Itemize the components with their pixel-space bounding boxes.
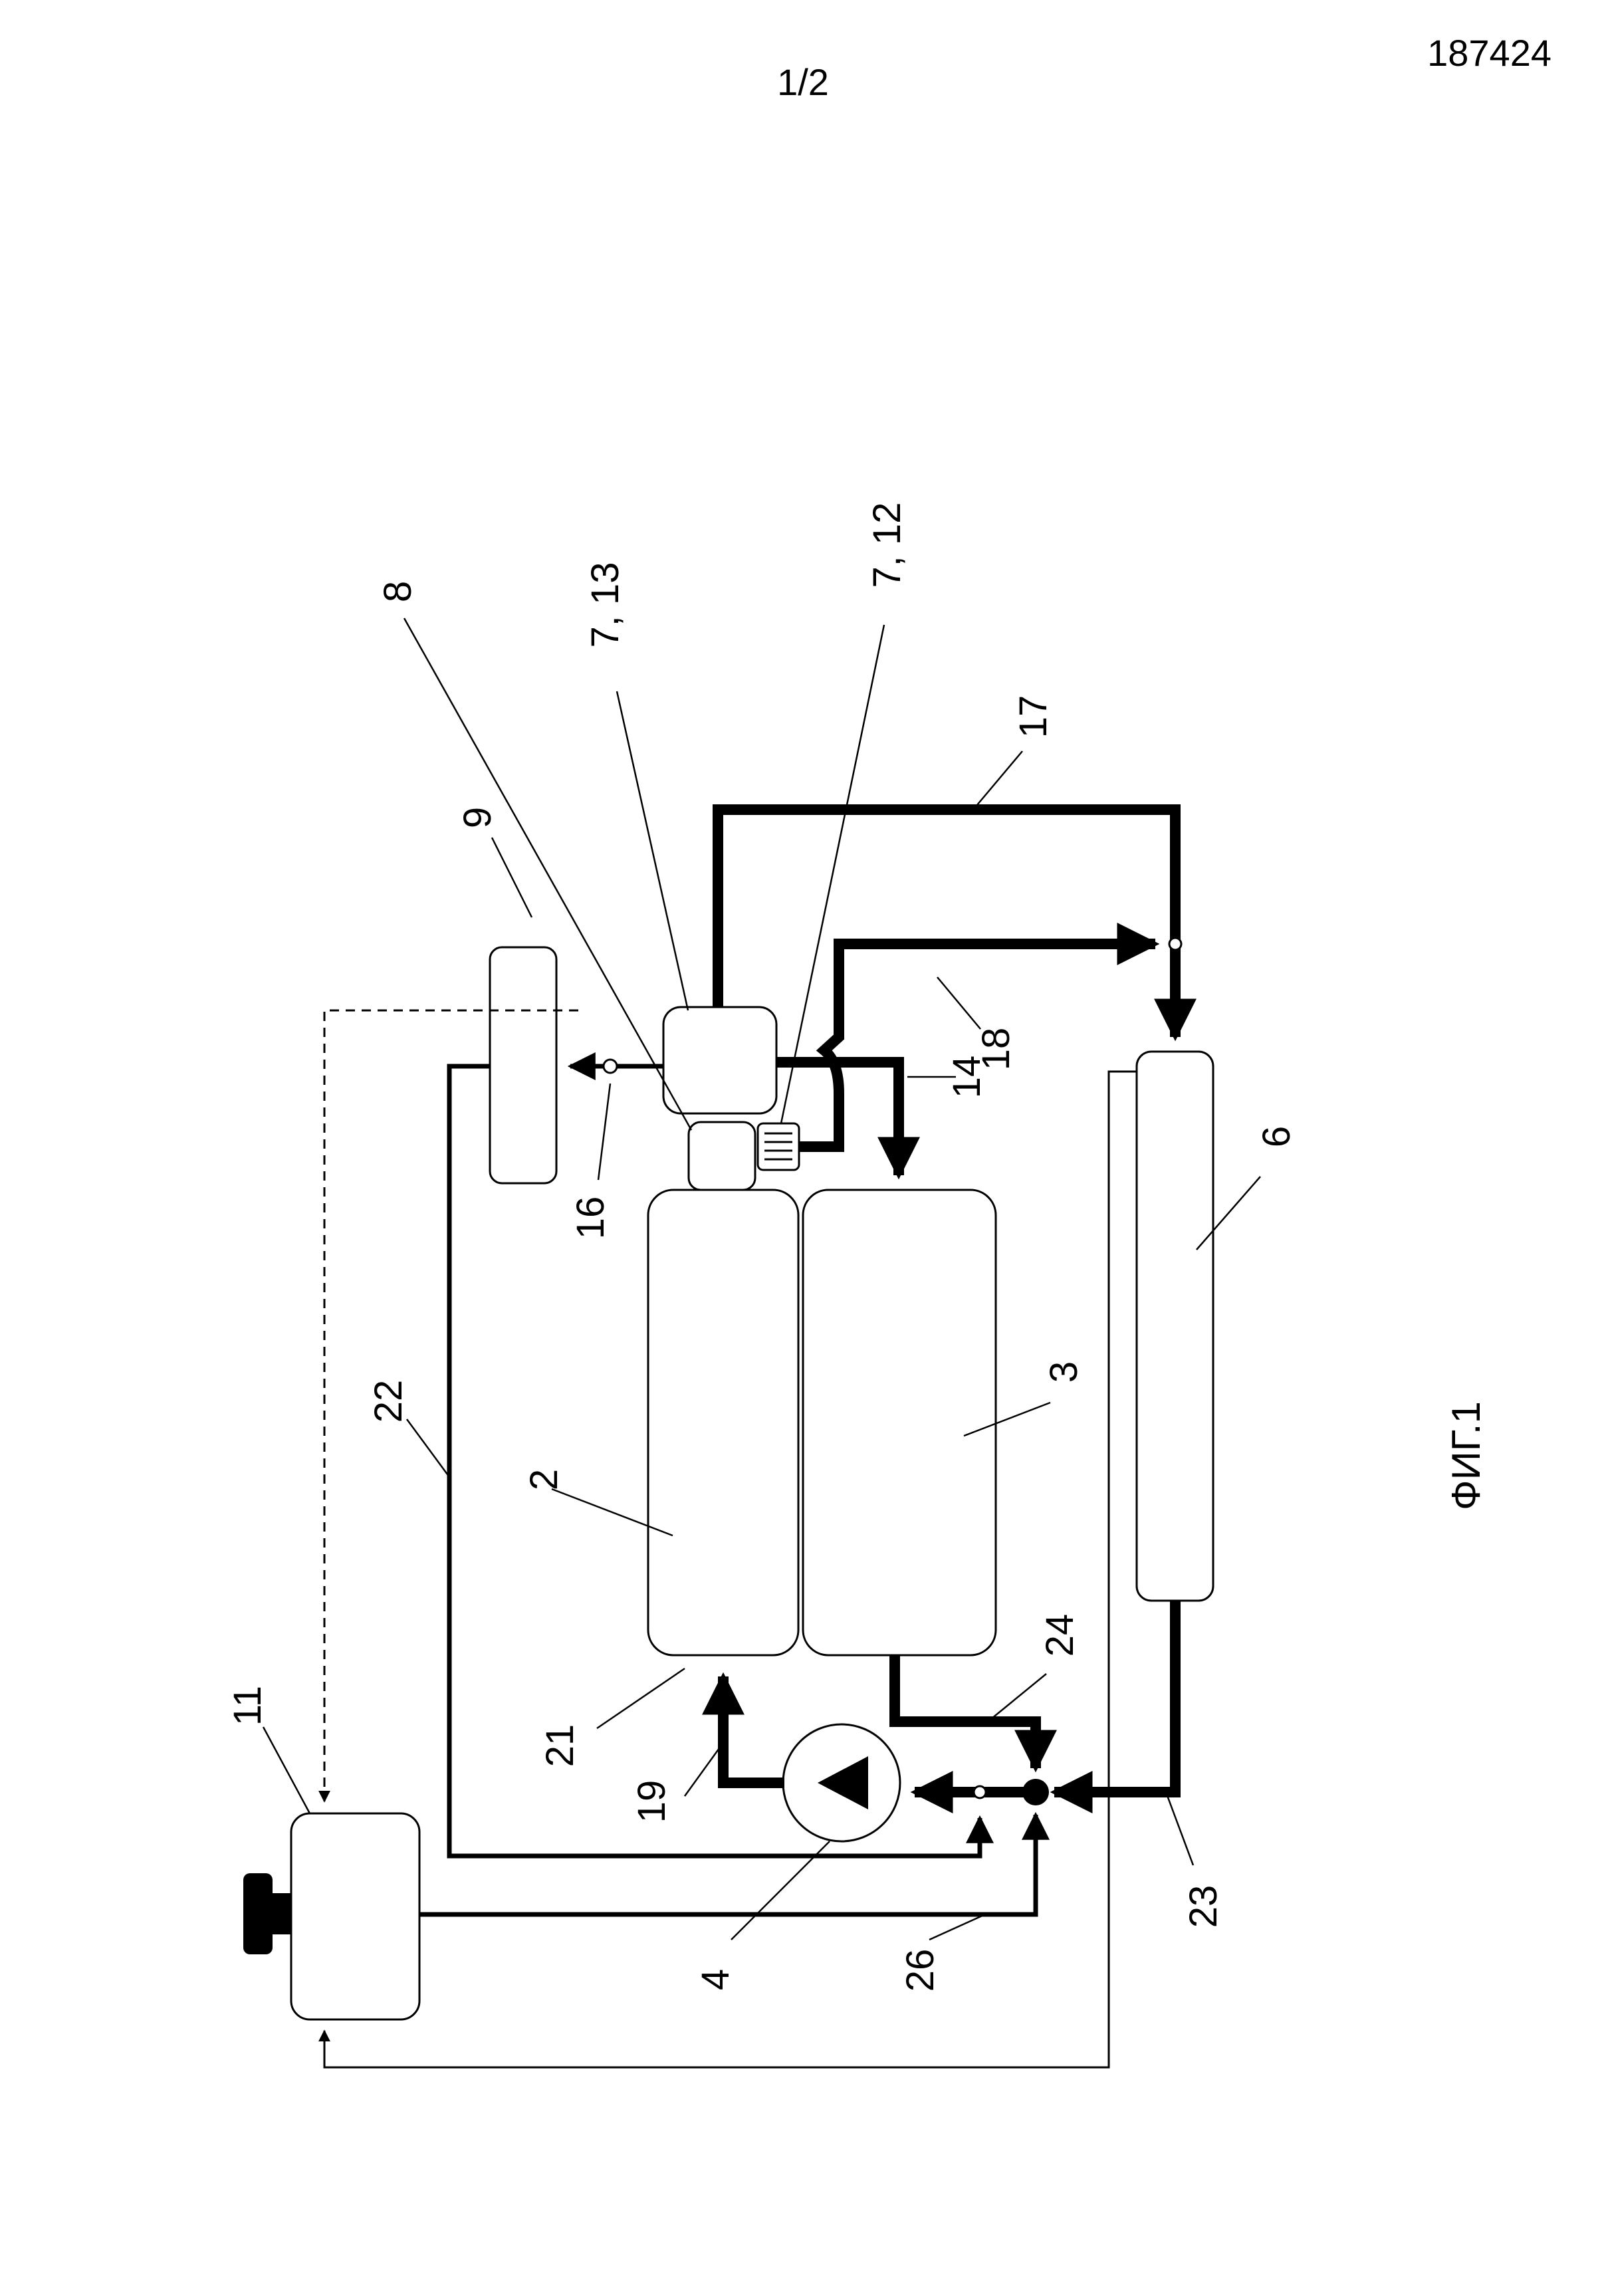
node-18-17	[1168, 937, 1183, 951]
leader-17	[973, 750, 1023, 810]
leader-6	[1196, 1176, 1261, 1250]
block-11	[290, 1812, 421, 2021]
node-pump-inlet	[973, 1785, 987, 1799]
callout-14: 14	[945, 1056, 988, 1099]
callout-24: 24	[1038, 1614, 1082, 1657]
block-7-13	[662, 1006, 778, 1115]
block-7-12	[756, 1122, 800, 1171]
callout-18: 18	[975, 1028, 1018, 1071]
line-23	[1050, 1601, 1181, 1813]
callout-21: 21	[538, 1724, 582, 1768]
block-2	[647, 1189, 800, 1657]
callout-19: 19	[630, 1780, 673, 1823]
line-19	[702, 1672, 784, 1788]
line-22	[447, 1064, 994, 1859]
pump-4	[782, 1723, 901, 1843]
callout-3: 3	[1042, 1361, 1086, 1383]
leader-19	[683, 1748, 721, 1797]
callout-6: 6	[1255, 1126, 1298, 1147]
dashed-line-9-11	[318, 1009, 578, 1803]
leader-11	[262, 1726, 311, 1814]
leader-7-12	[780, 624, 885, 1124]
leader-24	[987, 1673, 1047, 1722]
junction-dot	[1022, 1779, 1049, 1805]
leader-23	[1165, 1791, 1195, 1866]
callout-17: 17	[1012, 695, 1055, 739]
callout-9: 9	[456, 807, 499, 828]
callout-8: 8	[376, 581, 419, 602]
block-8	[687, 1121, 756, 1191]
callout-22: 22	[367, 1380, 410, 1423]
leader-18	[937, 976, 981, 1030]
leader-16	[597, 1083, 612, 1181]
leader-26	[929, 1913, 986, 1941]
leader-7-13	[616, 691, 689, 1011]
callout-7-13: 7, 13	[584, 562, 627, 648]
cap-neck-11	[273, 1893, 291, 1934]
cap-11	[243, 1873, 273, 1954]
leader-3	[963, 1401, 1051, 1437]
callout-16: 16	[569, 1197, 612, 1240]
line-18	[799, 923, 1160, 1152]
leader-4	[731, 1841, 830, 1940]
document-number: 187424	[1427, 32, 1551, 74]
callout-2: 2	[522, 1469, 566, 1490]
leader-22	[405, 1419, 451, 1478]
line-14	[776, 1057, 920, 1180]
leader-2	[551, 1488, 673, 1537]
node-16	[602, 1058, 618, 1074]
block-6	[1135, 1050, 1214, 1602]
line-26	[419, 1811, 1050, 1917]
figure-caption: ФИГ.1	[1444, 1401, 1488, 1510]
leader-21	[596, 1667, 685, 1730]
leader-9	[491, 837, 533, 918]
callout-4: 4	[694, 1969, 737, 1990]
block-9	[489, 946, 558, 1185]
callout-11: 11	[226, 1686, 269, 1726]
line-6-to-11	[318, 1070, 1137, 2069]
line-24	[889, 1655, 1057, 1773]
leader-8	[403, 618, 693, 1131]
line-17	[713, 804, 1197, 1042]
callout-7-12: 7, 12	[865, 503, 909, 588]
callout-26: 26	[899, 1949, 942, 1992]
callout-23: 23	[1182, 1885, 1225, 1928]
page-number: 1/2	[777, 61, 829, 103]
block-3	[802, 1189, 997, 1657]
